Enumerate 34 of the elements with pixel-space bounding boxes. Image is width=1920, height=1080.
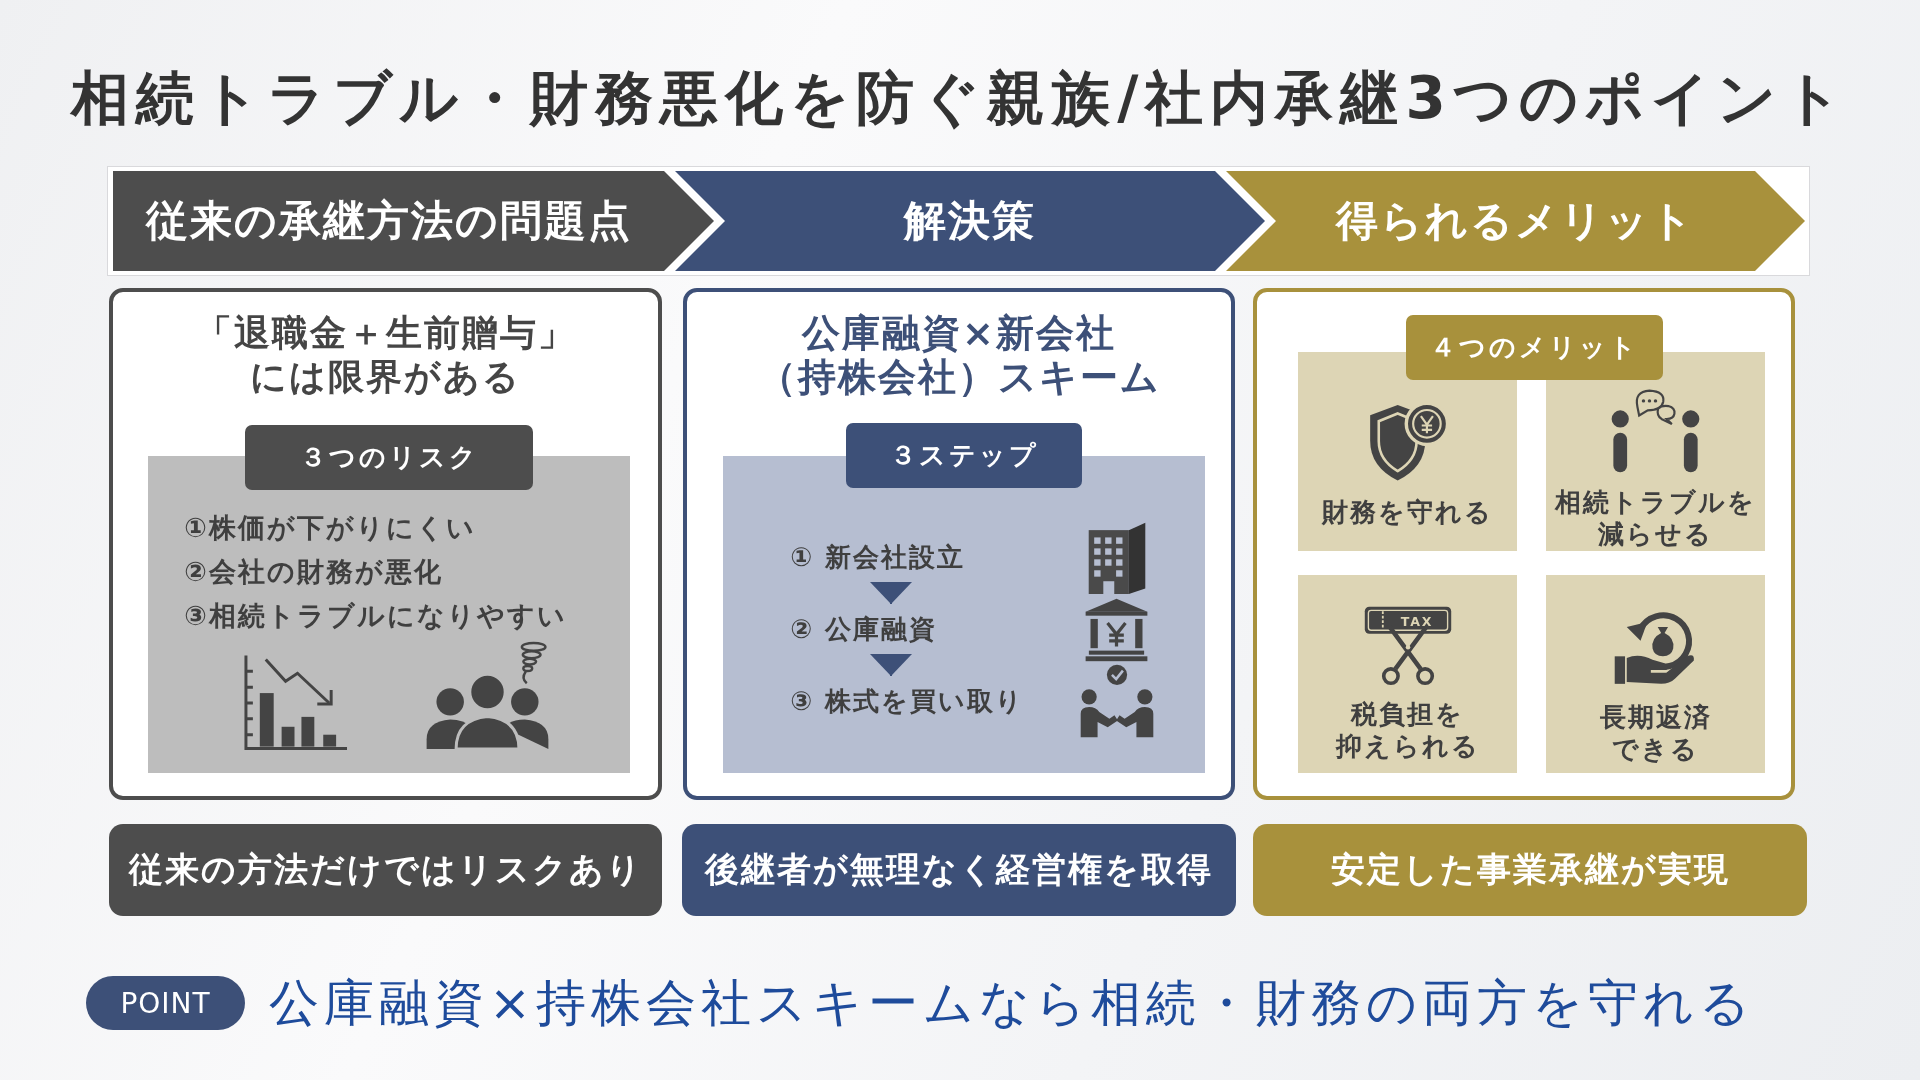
title: 相続トラブル・財務悪化を防ぐ親族/社内承継3つのポイント xyxy=(71,64,1849,132)
step-label: ① 新会社設立 xyxy=(790,532,966,582)
list-item: ②会社の財務が悪化 xyxy=(184,555,443,589)
step-arrow xyxy=(870,653,912,677)
point-text: 公庫融資×持株会社スキームなら相続・財務の両方を守れる xyxy=(269,973,1755,1034)
tile-label: 税負担を抑えられる xyxy=(1334,698,1481,762)
chevron-banner xyxy=(675,171,1265,271)
section-tab: ３つのリスク xyxy=(245,425,533,490)
section-tab: ４つのメリット xyxy=(1406,315,1663,380)
panel-card xyxy=(1253,288,1795,800)
summary-bar: 安定した事業承継が実現 xyxy=(1253,824,1807,916)
section-tab: ３ステップ xyxy=(846,423,1082,488)
list-item: ③相続トラブルになりやすい xyxy=(184,599,567,633)
point-badge: POINT xyxy=(86,976,245,1030)
summary-bar: 従来の方法だけではリスクあり xyxy=(109,824,662,916)
panel-heading: 公庫融資×新会社（持株会社）スキーム xyxy=(756,311,1162,399)
step-label: ② 公庫融資 xyxy=(790,604,938,654)
panel-heading: 「退職金＋生前贈与」には限界がある xyxy=(194,311,577,399)
chevron-banner xyxy=(1226,171,1805,271)
tile-label: 長期返済できる xyxy=(1598,701,1713,765)
merit-tile xyxy=(1546,575,1765,773)
chevron-banner xyxy=(113,171,714,271)
step-label: ③ 株式を買い取り xyxy=(790,676,1025,726)
panel-card xyxy=(683,288,1235,800)
panel-card xyxy=(109,288,662,800)
merit-tile xyxy=(1298,575,1517,773)
tile-label: 財務を守れる xyxy=(1322,496,1493,528)
tile-label: 相続トラブルを減らせる xyxy=(1553,486,1757,550)
summary-bar: 後継者が無理なく経営権を取得 xyxy=(682,824,1236,916)
banner-title: 従来の承継方法の問題点 xyxy=(145,195,632,247)
banner-title: 得られるメリット xyxy=(1336,195,1695,247)
banner-title: 解決策 xyxy=(904,195,1036,247)
step-arrow xyxy=(870,581,912,605)
list-item: ①株価が下がりにくい xyxy=(184,511,476,545)
